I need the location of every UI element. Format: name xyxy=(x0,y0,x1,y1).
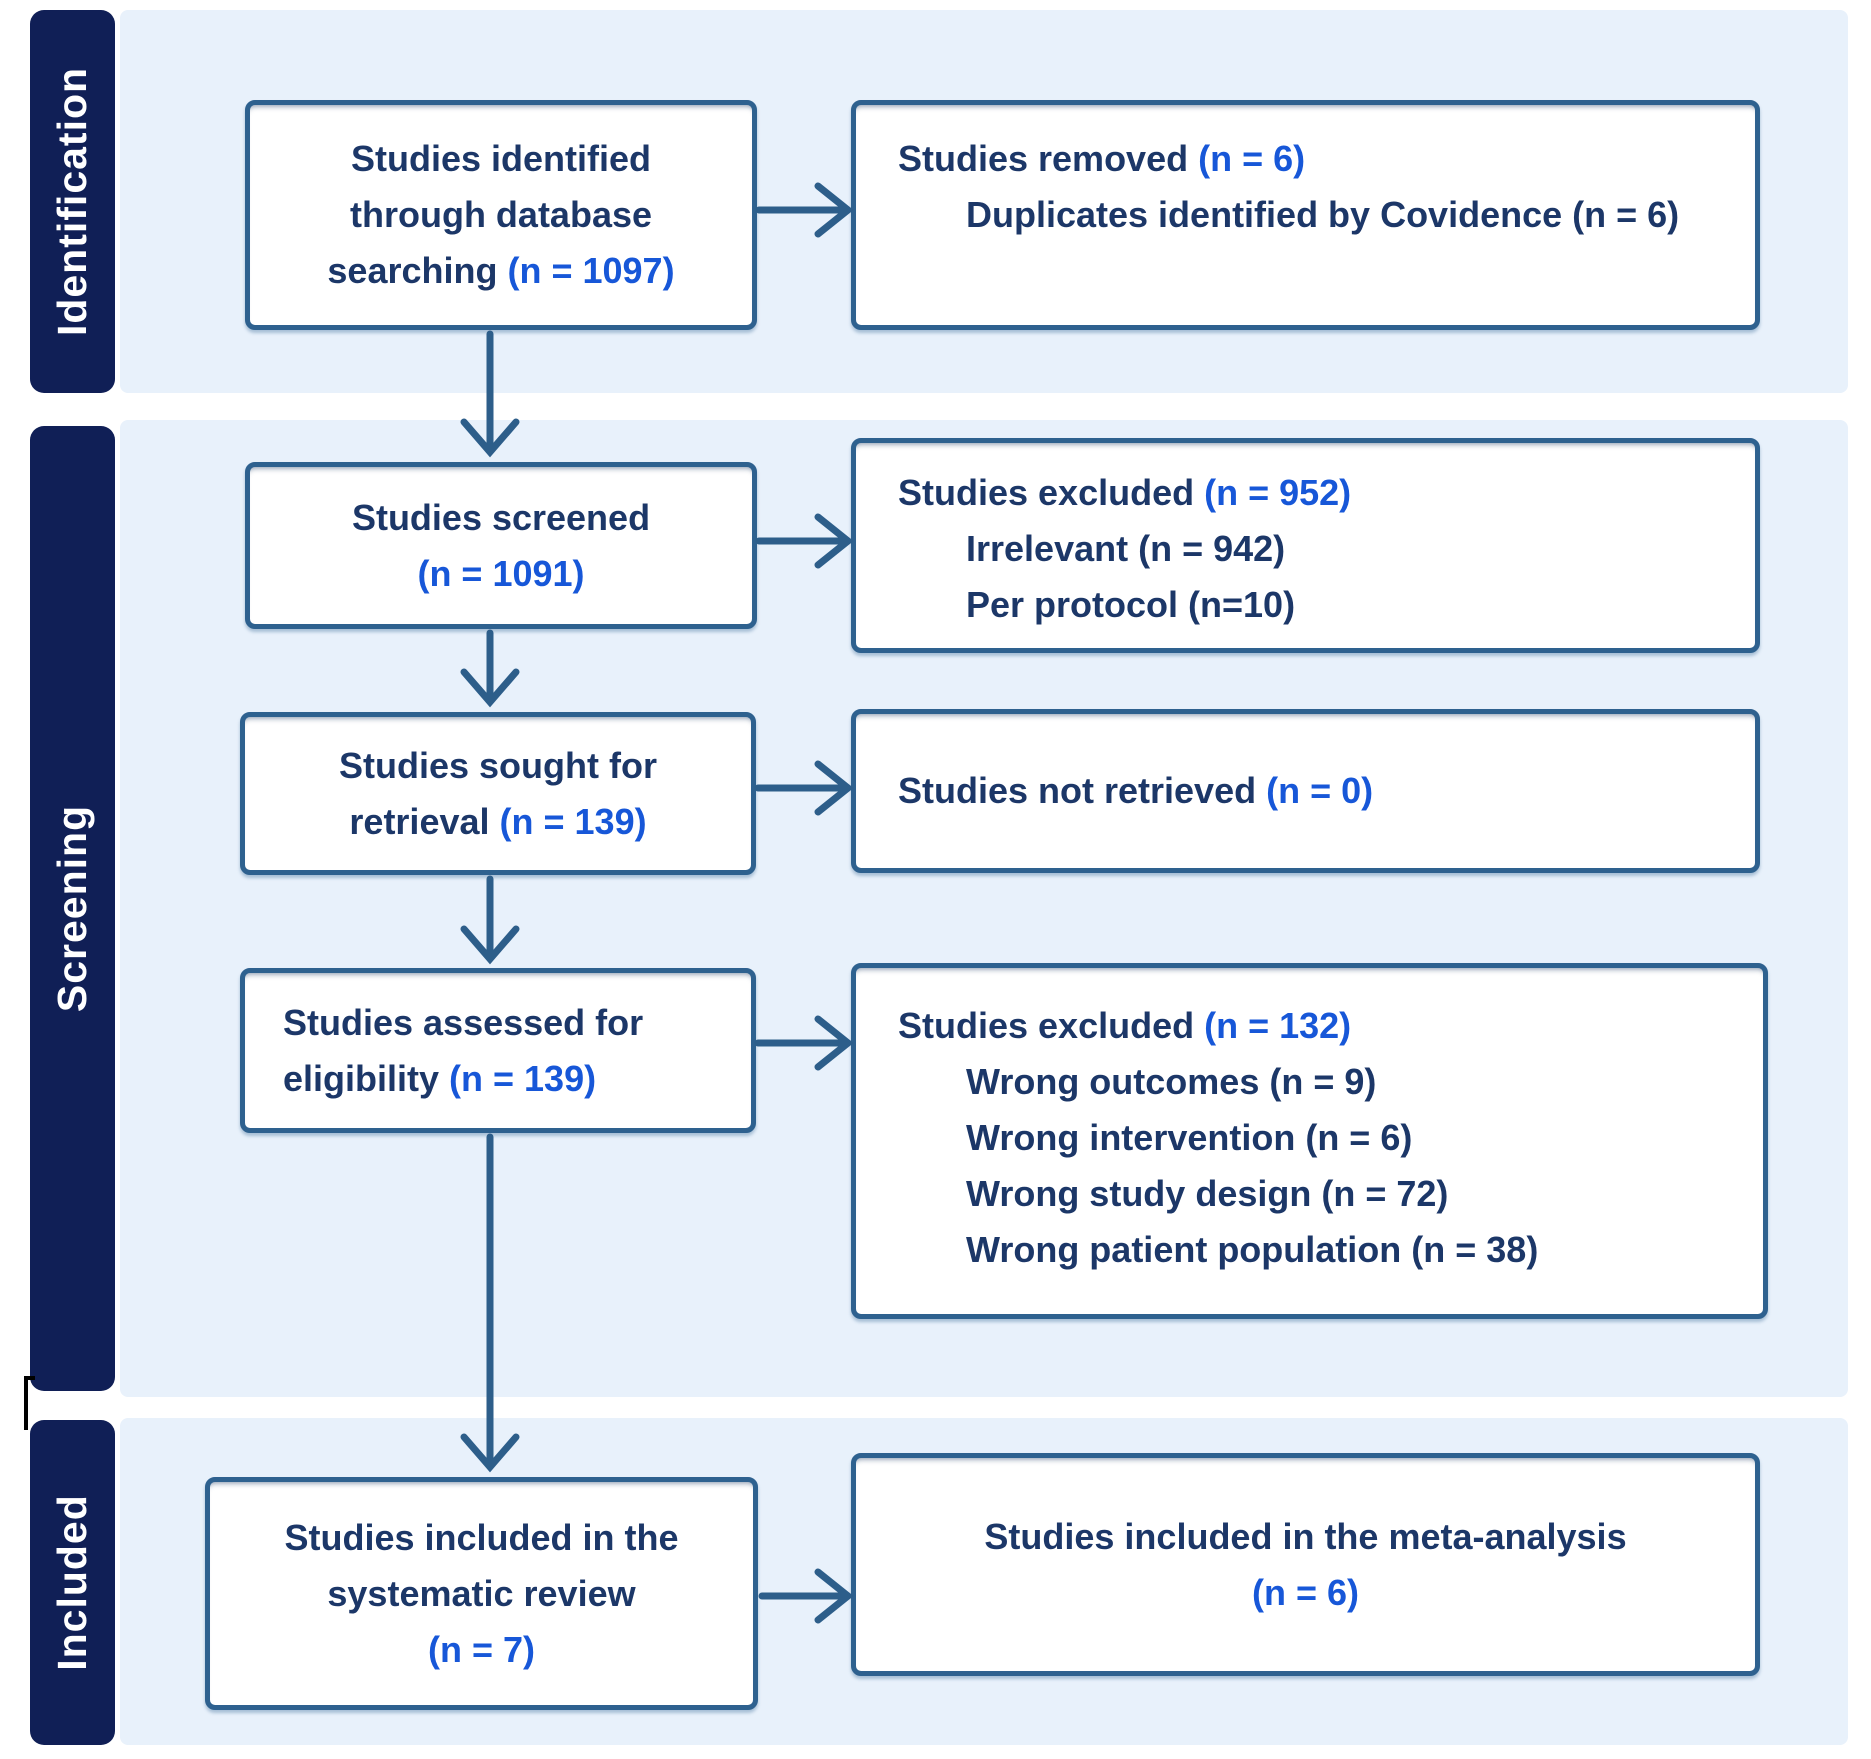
count-value: (n = 132) xyxy=(1204,1005,1352,1046)
box-studies-screened: Studies screened (n = 1091) xyxy=(245,462,757,629)
box-studies-identified: Studies identified through database sear… xyxy=(245,100,757,330)
count-value: (n = 7) xyxy=(427,1628,535,1670)
box-text: Studies identified xyxy=(350,138,652,179)
exclusion-reason: Wrong study design (n = 72) xyxy=(966,1173,1449,1214)
box-text: Studies included in the xyxy=(284,1516,679,1558)
box-text: through database xyxy=(349,194,653,235)
count-value: (n = 139) xyxy=(449,1057,597,1099)
exclusion-reason: Wrong intervention (n = 6) xyxy=(966,1117,1413,1158)
box-studies-sought: Studies sought for retrieval (n = 139) xyxy=(240,712,756,875)
exclusion-reason: Wrong patient population (n = 38) xyxy=(966,1229,1539,1270)
sidebar-tab-screening: Screening xyxy=(30,426,115,1391)
count-value: (n = 6) xyxy=(1198,138,1306,179)
box-included-systematic-review: Studies included in the systematic revie… xyxy=(205,1477,758,1710)
artifact-mark xyxy=(24,1376,35,1430)
sidebar-tab-included: Included xyxy=(30,1420,115,1745)
sidebar-label-screening: Screening xyxy=(49,804,96,1013)
count-value: (n = 1097) xyxy=(507,250,675,291)
count-value: (n = 1091) xyxy=(417,552,585,594)
box-studies-excluded-eligibility: Studies excluded (n = 132) Wrong outcome… xyxy=(851,963,1768,1319)
box-studies-assessed: Studies assessed for eligibility (n = 13… xyxy=(240,968,756,1133)
count-value: (n = 139) xyxy=(499,800,647,842)
box-text-bold: meta-analysis xyxy=(1388,1515,1627,1557)
count-value: (n = 952) xyxy=(1204,472,1352,513)
box-text: Studies included in the xyxy=(984,1515,1389,1557)
exclusion-reason: Wrong outcomes (n = 9) xyxy=(966,1061,1377,1102)
box-text: Studies not retrieved xyxy=(898,770,1267,811)
box-text: Studies excluded xyxy=(898,472,1205,513)
box-text: Duplicates identified by Covidence (n = … xyxy=(966,194,1680,235)
count-value: (n = 6) xyxy=(1251,1571,1359,1613)
box-text: searching xyxy=(327,250,508,291)
box-text: Studies sought for xyxy=(339,744,657,786)
box-studies-excluded-screening: Studies excluded (n = 952) Irrelevant (n… xyxy=(851,438,1760,653)
sidebar-label-included: Included xyxy=(49,1494,96,1671)
box-included-meta-analysis: Studies included in the meta-analysis (n… xyxy=(851,1453,1760,1676)
box-text: retrieval xyxy=(349,800,500,842)
box-text: Studies assessed for xyxy=(283,1001,644,1043)
box-studies-not-retrieved: Studies not retrieved (n = 0) xyxy=(851,709,1760,873)
box-text: Studies excluded xyxy=(898,1005,1205,1046)
exclusion-reason: Irrelevant (n = 942) xyxy=(966,528,1286,569)
box-studies-removed: Studies removed (n = 6) Duplicates ident… xyxy=(851,100,1760,330)
box-text: Studies screened xyxy=(351,496,651,538)
exclusion-reason: Per protocol (n=10) xyxy=(966,584,1296,625)
sidebar-tab-identification: Identification xyxy=(30,10,115,393)
box-text: eligibility xyxy=(283,1057,450,1099)
sidebar-label-identification: Identification xyxy=(49,66,96,337)
box-text-bold: systematic review xyxy=(327,1572,636,1614)
count-value: (n = 0) xyxy=(1266,770,1374,811)
box-text: Studies removed xyxy=(898,138,1199,179)
